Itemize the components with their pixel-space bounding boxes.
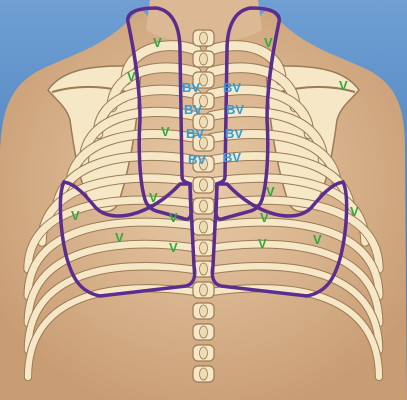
spinous-process-16 — [200, 347, 208, 359]
bv-label-left-2: BV — [184, 102, 202, 117]
v-label-lower-left-2: V — [71, 208, 80, 223]
spinous-process-9 — [200, 200, 208, 212]
v-label-lower-right-5: V — [258, 236, 267, 251]
spinous-process-13 — [200, 284, 208, 296]
v-label-mid-left-1: V — [161, 124, 170, 139]
v-label-scapula-left: V — [127, 69, 136, 84]
bv-label-left-4: BV — [188, 152, 206, 167]
v-label-upper-right: V — [264, 35, 273, 50]
v-label-lower-left-3: V — [169, 210, 178, 225]
bv-label-right-4: BV — [223, 150, 241, 165]
spinous-process-1 — [200, 32, 208, 44]
v-label-lower-left-1: V — [149, 190, 158, 205]
bv-label-right-1: BV — [223, 80, 241, 95]
v-label-lower-left-4: V — [115, 230, 124, 245]
v-label-scapula-right: V — [339, 78, 348, 93]
spinous-process-2 — [200, 53, 208, 65]
v-label-lower-right-1: V — [266, 184, 275, 199]
v-label-lower-right-2: V — [260, 210, 269, 225]
spinous-process-11 — [200, 242, 208, 254]
spinous-process-15 — [200, 326, 208, 338]
spinous-process-12 — [200, 263, 208, 275]
bv-label-right-2: BV — [226, 102, 244, 117]
spinous-process-8 — [200, 179, 208, 191]
v-label-lower-right-3: V — [350, 204, 359, 219]
spinous-process-10 — [200, 221, 208, 233]
v-label-lower-right-4: V — [313, 232, 322, 247]
spinous-process-3 — [200, 74, 208, 86]
bv-label-right-3: BV — [225, 126, 243, 141]
v-label-upper-left: V — [153, 35, 162, 50]
spinous-process-17 — [200, 368, 208, 380]
bv-label-left-1: BV — [182, 80, 200, 95]
v-label-lower-left-5: V — [169, 240, 178, 255]
spinous-process-14 — [200, 305, 208, 317]
bv-label-left-3: BV — [186, 126, 204, 141]
